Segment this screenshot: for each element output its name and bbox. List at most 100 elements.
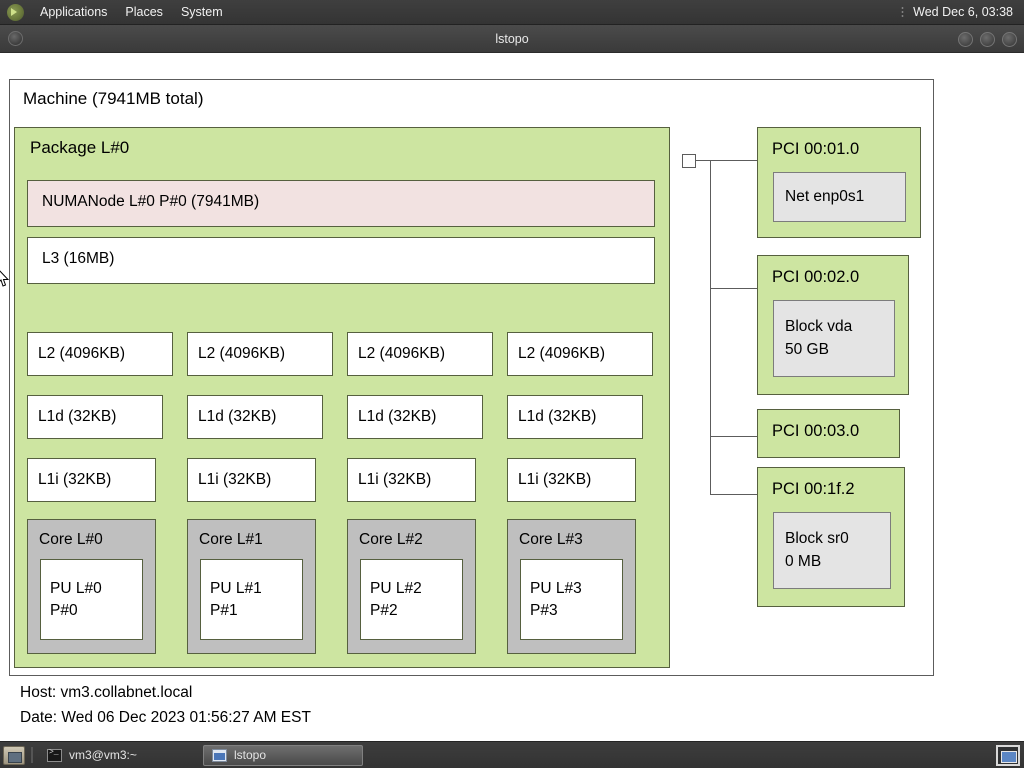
l1d-cache-label-0: L1d (32KB)	[38, 408, 117, 425]
core-label-0: Core L#0	[39, 531, 103, 548]
package-label: Package L#0	[30, 138, 130, 157]
l3-cache-box[interactable]: L3 (16MB)	[27, 237, 655, 284]
minimize-button[interactable]	[958, 31, 973, 47]
taskbar: vm3@vm3:~ lstopo	[0, 741, 1024, 768]
gnome-foot-icon[interactable]	[7, 3, 24, 21]
pci-label-0: PCI 00:01.0	[772, 140, 860, 158]
close-button[interactable]	[1002, 31, 1017, 47]
terminal-icon	[47, 748, 62, 762]
pci-child-line1-3: Block sr0	[785, 530, 849, 548]
tree-stub-line	[696, 160, 711, 161]
taskbar-window-terminal[interactable]: vm3@vm3:~	[39, 745, 199, 766]
l1d-cache-box-0[interactable]: L1d (32KB)	[27, 395, 163, 439]
pu-logical-index-3: PU L#3	[530, 579, 582, 597]
panel-grip-icon	[901, 5, 905, 19]
l1d-cache-label-1: L1d (32KB)	[198, 408, 277, 425]
l1i-cache-label-3: L1i (32KB)	[518, 471, 592, 488]
tree-branch-line-2	[710, 436, 758, 437]
l2-cache-label-3: L2 (4096KB)	[518, 345, 606, 362]
tree-branch-line-1	[710, 288, 758, 289]
pu-physical-index-3: P#3	[530, 601, 558, 619]
l2-cache-label-2: L2 (4096KB)	[358, 345, 446, 362]
pci-child-line2-1: 50 GB	[785, 340, 829, 358]
menu-places[interactable]: Places	[125, 4, 163, 19]
pci-child-line1-0: Net enp0s1	[785, 187, 865, 205]
pu-box-2[interactable]: PU L#2 P#2	[360, 559, 463, 640]
l1d-cache-box-2[interactable]: L1d (32KB)	[347, 395, 483, 439]
pu-logical-index-0: PU L#0	[50, 579, 102, 597]
l2-cache-box-2[interactable]: L2 (4096KB)	[347, 332, 493, 376]
l1d-cache-label-2: L1d (32KB)	[358, 408, 437, 425]
maximize-button[interactable]	[980, 31, 995, 47]
pci-child-box-0[interactable]: Net enp0s1	[773, 172, 906, 222]
window-title: lstopo	[495, 31, 529, 46]
core-box-1[interactable]: Core L#1 PU L#1 P#1	[187, 519, 316, 654]
core-box-2[interactable]: Core L#2 PU L#2 P#2	[347, 519, 476, 654]
l1i-cache-label-1: L1i (32KB)	[198, 471, 272, 488]
l1i-cache-box-3[interactable]: L1i (32KB)	[507, 458, 636, 502]
window-buttons	[958, 25, 1017, 53]
pci-label-2: PCI 00:03.0	[772, 422, 860, 440]
workspace-switcher-icon[interactable]	[996, 744, 1020, 766]
taskbar-separator	[31, 747, 33, 763]
taskbar-window-lstopo[interactable]: lstopo	[203, 744, 363, 766]
tree-branch-line-3	[710, 494, 758, 495]
pu-physical-index-2: P#2	[370, 601, 398, 619]
date-label: Date: Wed 06 Dec 2023 01:56:27 AM EST	[20, 709, 311, 726]
numanode-box[interactable]: NUMANode L#0 P#0 (7941MB)	[27, 180, 655, 227]
taskbar-window-label-1: lstopo	[234, 748, 267, 762]
panel-clock[interactable]: Wed Dec 6, 03:38	[913, 5, 1013, 19]
pci-box-2[interactable]: PCI 00:03.0	[757, 409, 900, 458]
pci-label-3: PCI 00:1f.2	[772, 480, 855, 498]
l3-cache-label: L3 (16MB)	[42, 250, 115, 267]
numanode-label: NUMANode L#0 P#0 (7941MB)	[42, 193, 260, 210]
l2-cache-label-0: L2 (4096KB)	[38, 345, 126, 362]
gnome-top-panel: Applications Places System Wed Dec 6, 03…	[0, 0, 1024, 25]
l2-cache-box-0[interactable]: L2 (4096KB)	[27, 332, 173, 376]
info-footer: Host: vm3.collabnet.local Date: Wed 06 D…	[9, 675, 934, 727]
pu-box-3[interactable]: PU L#3 P#3	[520, 559, 623, 640]
mouse-cursor-icon	[0, 270, 9, 287]
l1i-cache-box-0[interactable]: L1i (32KB)	[27, 458, 156, 502]
core-label-3: Core L#3	[519, 531, 583, 548]
pci-child-box-1[interactable]: Block vda 50 GB	[773, 300, 895, 377]
l2-cache-label-1: L2 (4096KB)	[198, 345, 286, 362]
l1i-cache-box-2[interactable]: L1i (32KB)	[347, 458, 476, 502]
pci-child-line2-3: 0 MB	[785, 552, 822, 570]
lstopo-window: lstopo Machine (7941MB total) Package L#…	[0, 25, 1024, 741]
pci-box-3[interactable]: PCI 00:1f.2 Block sr0 0 MB	[757, 467, 905, 607]
pu-physical-index-0: P#0	[50, 601, 78, 619]
l1i-cache-label-2: L1i (32KB)	[358, 471, 432, 488]
host-bridge-square[interactable]	[682, 154, 696, 168]
lstopo-window-icon	[212, 748, 227, 762]
l2-cache-box-3[interactable]: L2 (4096KB)	[507, 332, 653, 376]
l1i-cache-label-0: L1i (32KB)	[38, 471, 112, 488]
l1d-cache-box-3[interactable]: L1d (32KB)	[507, 395, 643, 439]
window-titlebar[interactable]: lstopo	[0, 25, 1024, 53]
pci-child-box-3[interactable]: Block sr0 0 MB	[773, 512, 891, 589]
pci-child-line1-1: Block vda	[785, 318, 853, 336]
pci-box-1[interactable]: PCI 00:02.0 Block vda 50 GB	[757, 255, 909, 395]
pu-box-1[interactable]: PU L#1 P#1	[200, 559, 303, 640]
pu-logical-index-1: PU L#1	[210, 579, 262, 597]
show-desktop-icon[interactable]	[3, 745, 25, 765]
tree-bus-line	[710, 160, 711, 494]
lstopo-canvas[interactable]: Machine (7941MB total) Package L#0 NUMAN…	[0, 53, 1024, 741]
menu-applications[interactable]: Applications	[40, 4, 108, 19]
window-menu-icon[interactable]	[8, 31, 23, 46]
core-box-3[interactable]: Core L#3 PU L#3 P#3	[507, 519, 636, 654]
pu-box-0[interactable]: PU L#0 P#0	[40, 559, 143, 640]
taskbar-window-label-0: vm3@vm3:~	[69, 748, 137, 762]
menu-system[interactable]: System	[180, 4, 223, 19]
pu-physical-index-1: P#1	[210, 601, 238, 619]
l1d-cache-box-1[interactable]: L1d (32KB)	[187, 395, 323, 439]
pci-label-1: PCI 00:02.0	[772, 268, 860, 286]
pu-logical-index-2: PU L#2	[370, 579, 422, 597]
l2-cache-box-1[interactable]: L2 (4096KB)	[187, 332, 333, 376]
core-label-1: Core L#1	[199, 531, 263, 548]
core-box-0[interactable]: Core L#0 PU L#0 P#0	[27, 519, 156, 654]
pci-box-0[interactable]: PCI 00:01.0 Net enp0s1	[757, 127, 921, 238]
host-label: Host: vm3.collabnet.local	[20, 684, 193, 701]
l1i-cache-box-1[interactable]: L1i (32KB)	[187, 458, 316, 502]
